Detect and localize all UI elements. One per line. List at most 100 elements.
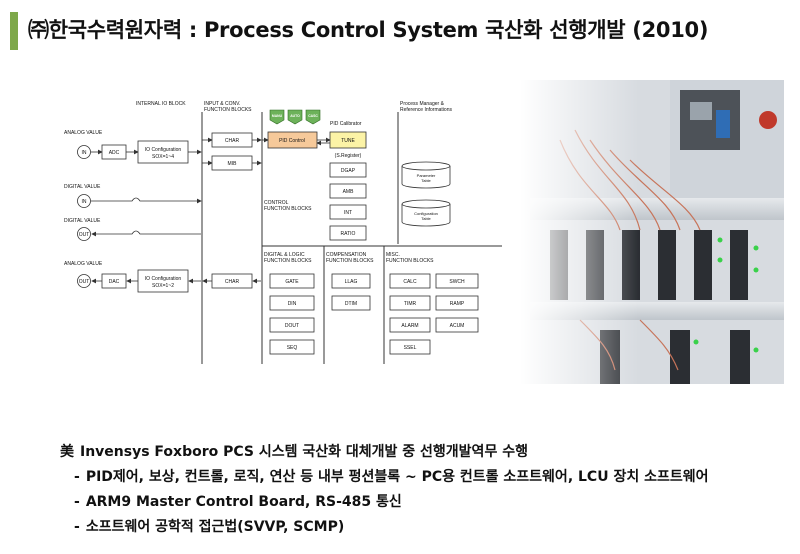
bullet-sub-marker: - <box>74 519 80 535</box>
signal-analog-out: ANALOG VALUE <box>64 261 103 267</box>
block-int <box>329 204 367 220</box>
section-input-conv: INPUT & CONV. <box>204 101 240 107</box>
block-alarm-label: ALARM <box>401 323 418 329</box>
section-pid-calibrator: PID Calibrator <box>330 121 362 127</box>
block-io-config-bottom-label: IO Configuration <box>145 276 182 282</box>
config-table-label-2: Table <box>421 216 431 221</box>
wire-bus-dout <box>91 230 201 237</box>
block-io-config-top <box>137 140 189 164</box>
block-alarm <box>389 317 431 333</box>
block-dout <box>269 317 315 333</box>
block-char-top <box>211 132 253 148</box>
tag-casc-label: CASC <box>308 114 318 118</box>
bullet-sub-text: 소프트웨어 공학적 접근법(SVVP, SCMP) <box>85 519 345 535</box>
signal-analog-in: ANALOG VALUE <box>64 130 103 136</box>
bullet-sub-text: ARM9 Master Control Board, RS-485 통신 <box>85 494 402 510</box>
block-mib-label: MIB <box>228 161 238 167</box>
section-digital-logic: DIGITAL & LOGIC <box>264 252 305 258</box>
cylinder-config-table <box>401 204 451 227</box>
block-dtim-label: DTIM <box>345 301 357 307</box>
port-analog-in <box>77 145 91 159</box>
section-control-fb: CONTROL <box>264 200 289 206</box>
port-digital-in-label: IN <box>82 199 87 205</box>
block-io-config-top-sox: SOX=1~4 <box>152 154 174 160</box>
section-process-manager-2: Reference Informations <box>400 107 452 113</box>
block-swch-label: SWCH <box>449 279 465 285</box>
bullet-sub-3: -소프트웨어 공학적 접근법(SVVP, SCMP) <box>60 515 780 540</box>
block-io-config-bottom-sox: SOX=1~2 <box>152 283 174 289</box>
signal-digital-in: DIGITAL VALUE <box>64 184 101 190</box>
bullet-sub-1: -PID제어, 보상, 컨트롤, 로직, 연산 등 내부 펑션블록 ~ PC용 … <box>60 465 780 490</box>
block-pid-control-label: PID Control <box>279 138 305 144</box>
block-ramp <box>435 295 479 311</box>
bullet-sub-2: -ARM9 Master Control Board, RS-485 통신 <box>60 490 780 515</box>
signal-digital-out: DIGITAL VALUE <box>64 218 101 224</box>
section-misc: MISC. <box>386 252 400 258</box>
block-seq-label: SEQ <box>287 345 298 351</box>
block-dac <box>101 273 127 289</box>
block-io-config-top-label: IO Configuration <box>145 147 182 153</box>
block-dgap <box>329 162 367 178</box>
tag-auto-label: AUTO <box>290 114 300 118</box>
block-timr <box>389 295 431 311</box>
block-mib <box>211 155 253 171</box>
block-calc-label: CALC <box>403 279 417 285</box>
bullet-sub-marker: - <box>74 494 80 510</box>
block-din-label: DIN <box>288 301 297 307</box>
block-llag <box>331 273 371 289</box>
section-input-conv-2: FUNCTION BLOCKS <box>204 107 252 113</box>
bullet-main: 美 Invensys Foxboro PCS 시스템 국산화 대체개발 중 선행개… <box>60 440 780 465</box>
block-dout-label: DOUT <box>285 323 299 329</box>
block-io-config-bottom <box>137 269 189 293</box>
parameter-table-label-2: Table <box>421 178 431 183</box>
port-analog-out <box>77 274 91 288</box>
bullet-sub-marker: - <box>74 469 80 485</box>
page-title: ㈜한국수력원자력 : Process Control System 국산화 선행… <box>28 18 709 42</box>
pcs-function-block-diagram: INTERNAL IO BLOCK INPUT & CONV. FUNCTION… <box>64 101 502 364</box>
summary-bullets: 美 Invensys Foxboro PCS 시스템 국산화 대체개발 중 선행개… <box>60 440 780 540</box>
cylinder-config-top <box>401 199 451 209</box>
port-digital-in <box>77 194 91 208</box>
s-register-label: (S.Register) <box>335 153 362 159</box>
block-char-bottom-label: CHAR <box>225 279 240 285</box>
block-char-bottom <box>211 273 253 289</box>
section-process-manager: Process Manager & <box>400 101 445 107</box>
block-pid-control <box>267 131 318 149</box>
block-calc <box>389 273 431 289</box>
block-ssel <box>389 339 431 355</box>
title-accent-bar <box>10 12 18 50</box>
port-analog-in-label: IN <box>82 150 87 156</box>
section-compensation-2: FUNCTION BLOCKS <box>326 258 374 264</box>
bullet-main-marker: 美 <box>60 444 74 460</box>
block-amb-label: AMB <box>343 189 355 195</box>
block-acum-label: ACUM <box>450 323 465 329</box>
block-timr-label: TIMR <box>404 301 417 307</box>
block-ratio <box>329 225 367 241</box>
block-acum <box>435 317 479 333</box>
section-misc-2: FUNCTION BLOCKS <box>386 258 434 264</box>
block-dgap-label: DGAP <box>341 168 356 174</box>
bullet-sub-text: PID제어, 보상, 컨트롤, 로직, 연산 등 내부 펑션블록 ~ PC용 컨… <box>85 469 709 485</box>
block-tune-label: TUNE <box>341 138 355 144</box>
tag-auto <box>287 109 303 125</box>
block-gate-label: GATE <box>285 279 299 285</box>
port-digital-out-label: OUT <box>79 232 90 238</box>
parameter-table-label: Parameter <box>417 173 436 178</box>
block-ssel-label: SSEL <box>404 345 417 351</box>
bullet-main-text: Invensys Foxboro PCS 시스템 국산화 대체개발 중 선행개발… <box>80 444 528 460</box>
block-tune <box>329 131 367 149</box>
block-amb <box>329 183 367 199</box>
block-swch <box>435 273 479 289</box>
block-char-top-label: CHAR <box>225 138 240 144</box>
config-table-label: Configuration <box>414 211 438 216</box>
block-dtim <box>331 295 371 311</box>
tag-manu-label: MANU <box>272 114 283 118</box>
section-digital-logic-2: FUNCTION BLOCKS <box>264 258 312 264</box>
port-analog-out-label: OUT <box>79 279 90 285</box>
block-int-label: INT <box>344 210 352 216</box>
block-gate <box>269 273 315 289</box>
cylinder-parameter-table <box>401 166 451 189</box>
tag-manu <box>269 109 285 125</box>
section-internal-io: INTERNAL IO BLOCK <box>136 101 186 107</box>
control-cabinet-photo <box>520 80 784 384</box>
